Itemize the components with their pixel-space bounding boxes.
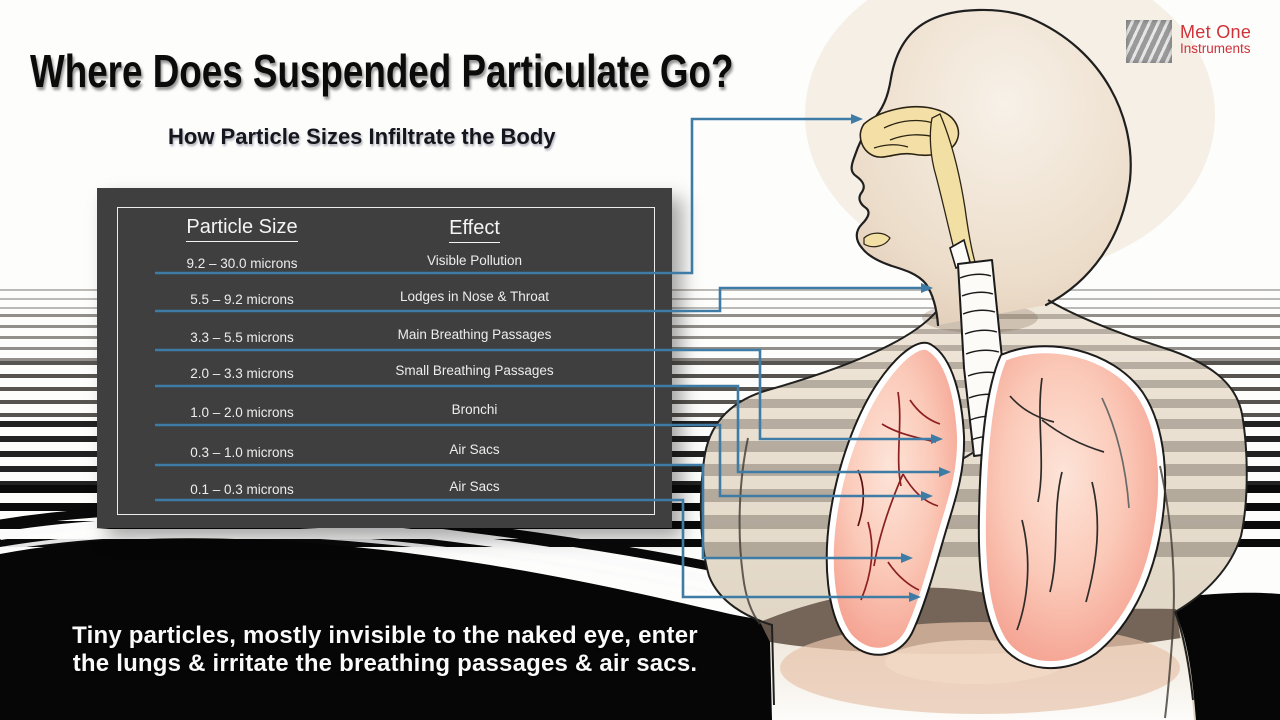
arrow-air-sacs-2 bbox=[155, 498, 921, 602]
logo-line2: Instruments bbox=[1180, 40, 1251, 56]
head-profile bbox=[850, 8, 1132, 327]
met-one-logo: Met One Instruments bbox=[1126, 20, 1251, 63]
effect-cell: Main Breathing Passages bbox=[397, 327, 552, 342]
particle-table-panel: Particle Size Effect 9.2 – 30.0 microns … bbox=[97, 188, 672, 528]
table-header-effect: Effect bbox=[357, 217, 592, 243]
logo-line1: Met One bbox=[1180, 22, 1252, 42]
particle-size-cell: 1.0 – 2.0 microns bbox=[190, 405, 294, 420]
page-title: Where Does Suspended Particulate Go? bbox=[30, 45, 734, 97]
footer-line1: Tiny particles, mostly invisible to the … bbox=[72, 622, 698, 649]
table-inner-border bbox=[117, 207, 655, 515]
met-one-logo-icon bbox=[1126, 20, 1172, 63]
lung-vessels-right bbox=[1009, 377, 1130, 631]
effect-cell: Air Sacs bbox=[449, 479, 500, 494]
arrow-bronchi bbox=[155, 423, 933, 501]
footer-line2: the lungs & irritate the breathing passa… bbox=[72, 650, 698, 677]
table-header-particle-size: Particle Size bbox=[142, 216, 342, 242]
effect-cell: Lodges in Nose & Throat bbox=[399, 289, 550, 304]
page-subtitle: How Particle Sizes Infiltrate the Body bbox=[168, 124, 556, 149]
particle-size-cell: 0.1 – 0.3 microns bbox=[190, 482, 294, 497]
footer-caption: Tiny particles, mostly invisible to the … bbox=[35, 622, 735, 678]
nasal-cavity bbox=[859, 106, 976, 269]
arrow-air-sacs-1 bbox=[155, 463, 913, 563]
particle-size-cell: 3.3 – 5.5 microns bbox=[190, 330, 294, 345]
particle-size-cell: 5.5 – 9.2 microns bbox=[190, 292, 294, 307]
particle-size-cell: 0.3 – 1.0 microns bbox=[190, 445, 294, 460]
arrow-main-passages bbox=[155, 348, 943, 444]
effect-cell: Bronchi bbox=[451, 402, 498, 417]
arrow-nose-throat bbox=[155, 283, 933, 313]
arrow-visible-pollution bbox=[155, 114, 863, 275]
effect-cell: Visible Pollution bbox=[426, 253, 523, 268]
logo-text: Met One Instruments bbox=[1180, 20, 1251, 56]
effect-cell: Small Breathing Passages bbox=[395, 363, 554, 378]
particle-size-cell: 2.0 – 3.3 microns bbox=[190, 366, 294, 381]
arrow-small-passages bbox=[155, 384, 951, 477]
lungs bbox=[825, 341, 1167, 670]
effect-cell: Air Sacs bbox=[449, 442, 500, 457]
particle-size-cell: 9.2 – 30.0 microns bbox=[186, 256, 298, 271]
